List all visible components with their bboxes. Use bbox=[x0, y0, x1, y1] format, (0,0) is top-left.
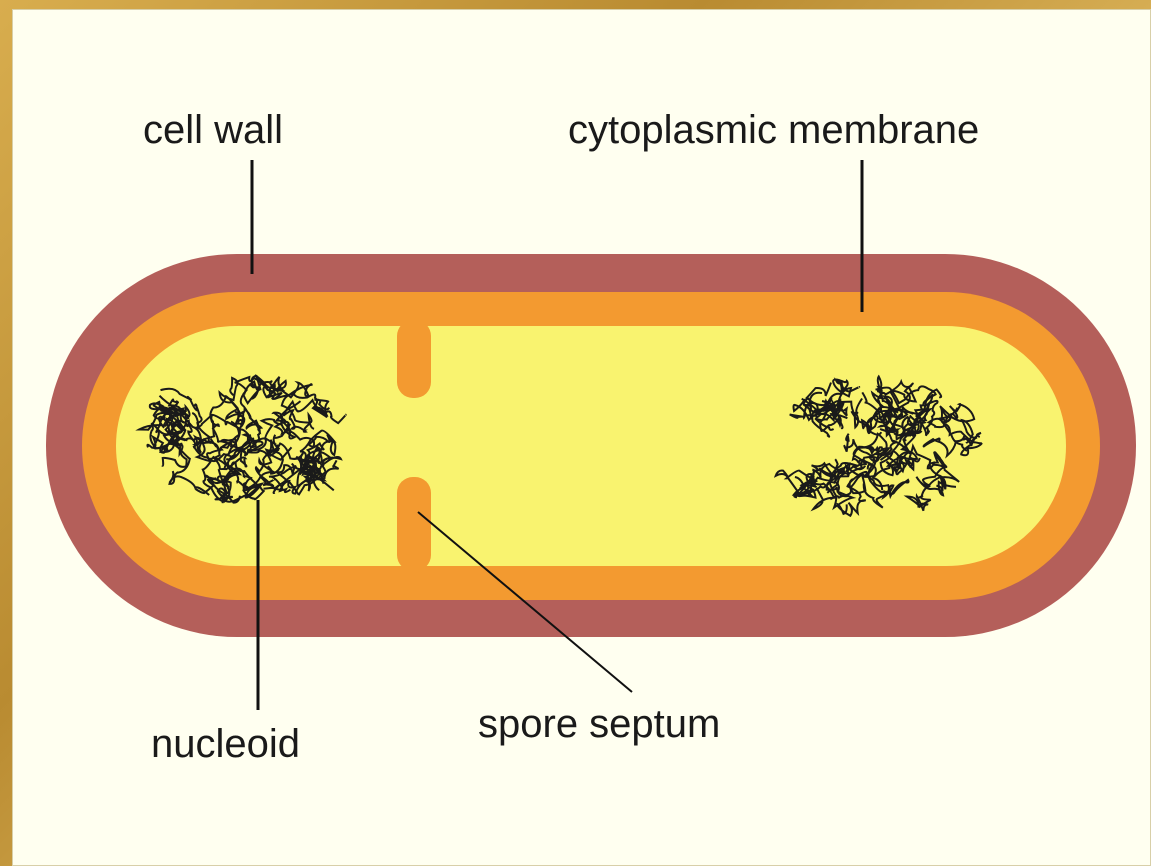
cytoplasmic-membrane-label: cytoplasmic membrane bbox=[568, 108, 979, 152]
nucleoid-label: nucleoid bbox=[151, 722, 300, 766]
cell-wall-label: cell wall bbox=[143, 108, 283, 152]
spore-septum-label: spore septum bbox=[478, 702, 720, 746]
